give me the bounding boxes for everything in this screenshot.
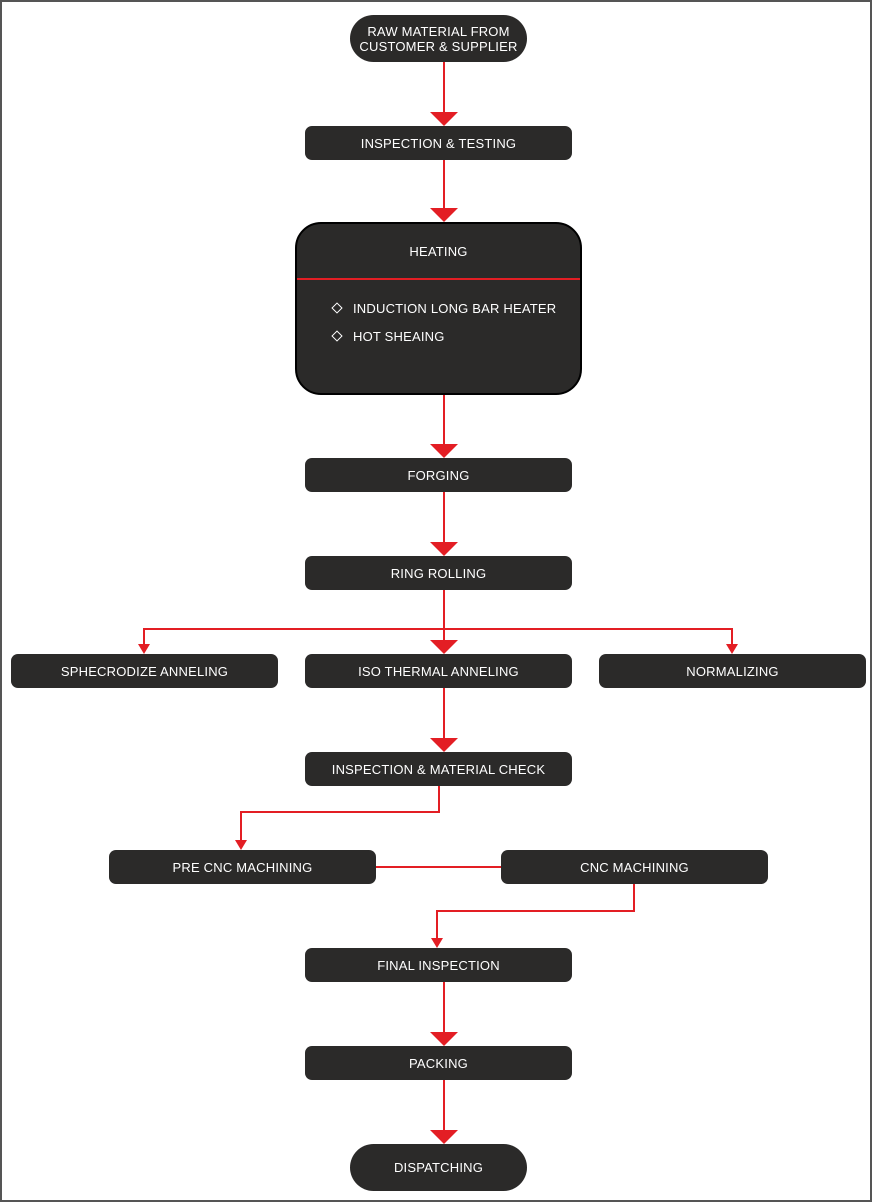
node-raw-material-line2: CUSTOMER & SUPPLIER <box>359 38 518 54</box>
node-ring-rolling: RING ROLLING <box>305 556 572 590</box>
node-raw-material-line1: RAW MATERIAL FROM <box>367 23 510 39</box>
node-label: CNC MACHINING <box>580 859 689 875</box>
node-pre-cnc-machining: PRE CNC MACHINING <box>109 850 376 884</box>
arrowhead <box>430 112 458 126</box>
arrowhead <box>430 208 458 222</box>
node-dispatching: DISPATCHING <box>350 1144 527 1191</box>
node-cnc-machining: CNC MACHINING <box>501 850 768 884</box>
heating-title-label: HEATING <box>409 243 468 259</box>
arrowhead <box>235 840 247 850</box>
heating-title: HEATING <box>297 224 580 280</box>
node-packing: PACKING <box>305 1046 572 1080</box>
node-label: ISO THERMAL ANNELING <box>358 663 519 679</box>
node-label: RING ROLLING <box>390 565 487 581</box>
node-heating: HEATING INDUCTION LONG BAR HEATER HOT SH… <box>295 222 582 395</box>
arrowhead <box>430 1032 458 1046</box>
connector-line <box>240 786 440 840</box>
node-forging: FORGING <box>305 458 572 492</box>
list-item: INDUCTION LONG BAR HEATER <box>331 294 580 322</box>
diamond-bullet-icon <box>331 302 343 314</box>
list-item: HOT SHEAING <box>331 322 580 350</box>
list-item-label: HOT SHEAING <box>353 328 445 344</box>
node-final-inspection: FINAL INSPECTION <box>305 948 572 982</box>
node-sphecrodize-anneling: SPHECRODIZE ANNELING <box>11 654 278 688</box>
arrowhead <box>430 542 458 556</box>
node-label: FINAL INSPECTION <box>377 957 500 973</box>
node-label: SPHECRODIZE ANNELING <box>60 663 229 679</box>
node-inspection-testing: INSPECTION & TESTING <box>305 126 572 160</box>
node-inspection-material-check: INSPECTION & MATERIAL CHECK <box>305 752 572 786</box>
arrowhead <box>431 938 443 948</box>
arrowhead <box>138 644 150 654</box>
node-normalizing: NORMALIZING <box>599 654 866 688</box>
node-label: INSPECTION & TESTING <box>360 135 517 151</box>
connector-line <box>143 628 733 644</box>
diamond-bullet-icon <box>331 330 343 342</box>
node-label: NORMALIZING <box>686 663 779 679</box>
arrowhead <box>430 1130 458 1144</box>
node-label: PACKING <box>409 1055 468 1071</box>
arrowhead <box>726 644 738 654</box>
arrowhead <box>430 444 458 458</box>
heating-list: INDUCTION LONG BAR HEATER HOT SHEAING <box>297 280 580 350</box>
node-iso-thermal-anneling: ISO THERMAL ANNELING <box>305 654 572 688</box>
arrowhead <box>430 640 458 654</box>
node-raw-material: RAW MATERIAL FROM CUSTOMER & SUPPLIER <box>350 15 527 62</box>
list-item-label: INDUCTION LONG BAR HEATER <box>353 300 557 316</box>
node-label: INSPECTION & MATERIAL CHECK <box>331 761 546 777</box>
connector-line <box>436 884 635 938</box>
arrowhead <box>430 738 458 752</box>
node-label: DISPATCHING <box>393 1160 484 1175</box>
node-label: PRE CNC MACHINING <box>172 859 313 875</box>
node-label: FORGING <box>407 467 470 483</box>
